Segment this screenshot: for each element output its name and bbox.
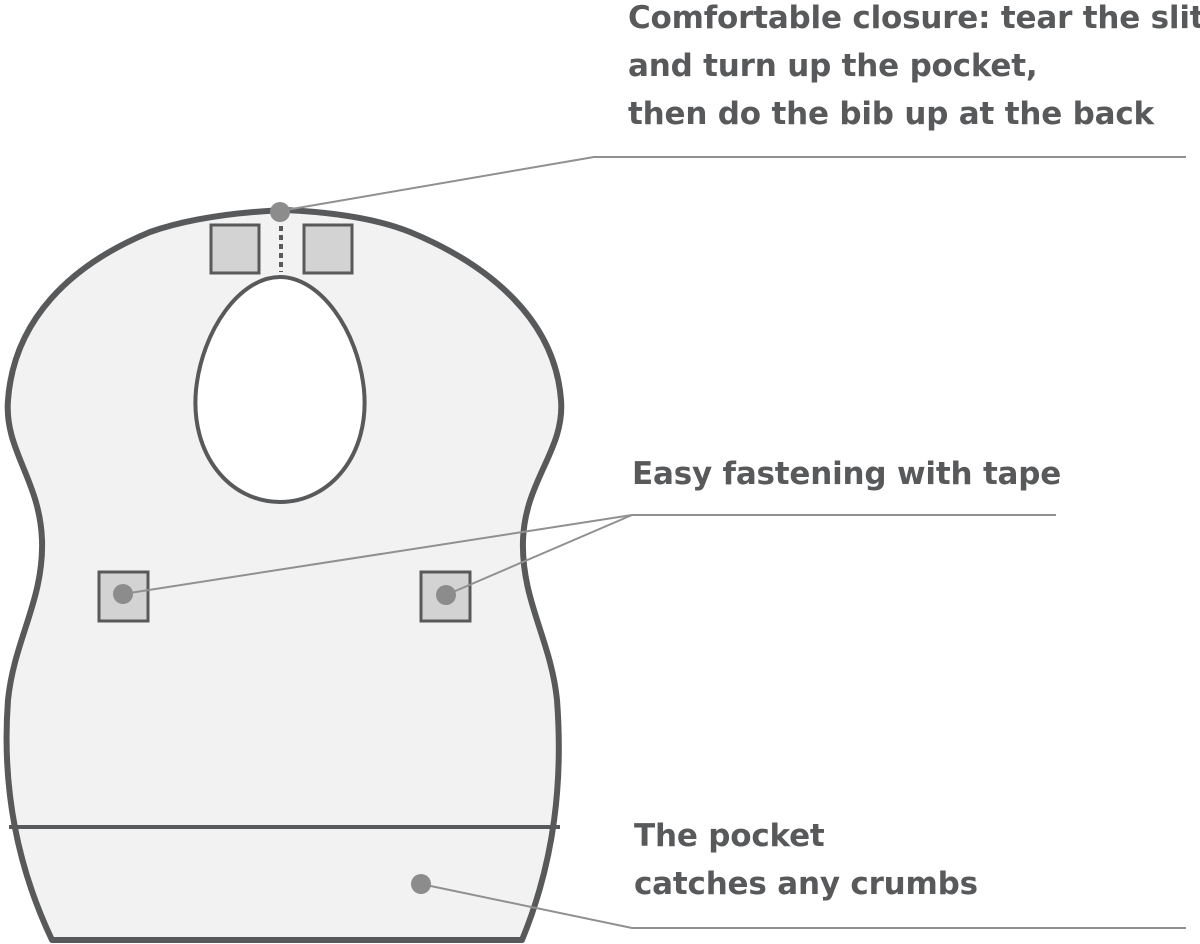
leader-closure — [279, 156, 1186, 212]
closure-tab-right — [302, 223, 354, 275]
pocket-callout-line-2: catches any crumbs — [634, 866, 978, 902]
neck-hole — [193, 274, 367, 505]
pocket-callout: The pocket catches any crumbs — [634, 812, 978, 908]
marker-pocket — [411, 874, 431, 894]
leader-pocket — [420, 883, 1186, 929]
marker-tape-left — [113, 584, 133, 604]
marker-tape-right — [436, 585, 456, 605]
closure-callout: Comfortable closure: tear the slits and … — [628, 0, 1200, 138]
closure-tab-left — [209, 223, 261, 275]
closure-callout-line-2: and turn up the pocket, — [628, 48, 1038, 84]
leader-tape-right — [445, 514, 633, 596]
pocket-callout-line-1: The pocket — [634, 818, 825, 854]
fastening-callout-line-1: Easy fastening with tape — [632, 456, 1062, 492]
fastening-callout: Easy fastening with tape — [632, 450, 1061, 498]
tape-patch-left — [97, 570, 150, 623]
closure-callout-line-1: Comfortable closure: tear the slits — [628, 0, 1200, 36]
marker-closure — [270, 202, 290, 222]
closure-callout-line-3: then do the bib up at the back — [628, 96, 1154, 132]
